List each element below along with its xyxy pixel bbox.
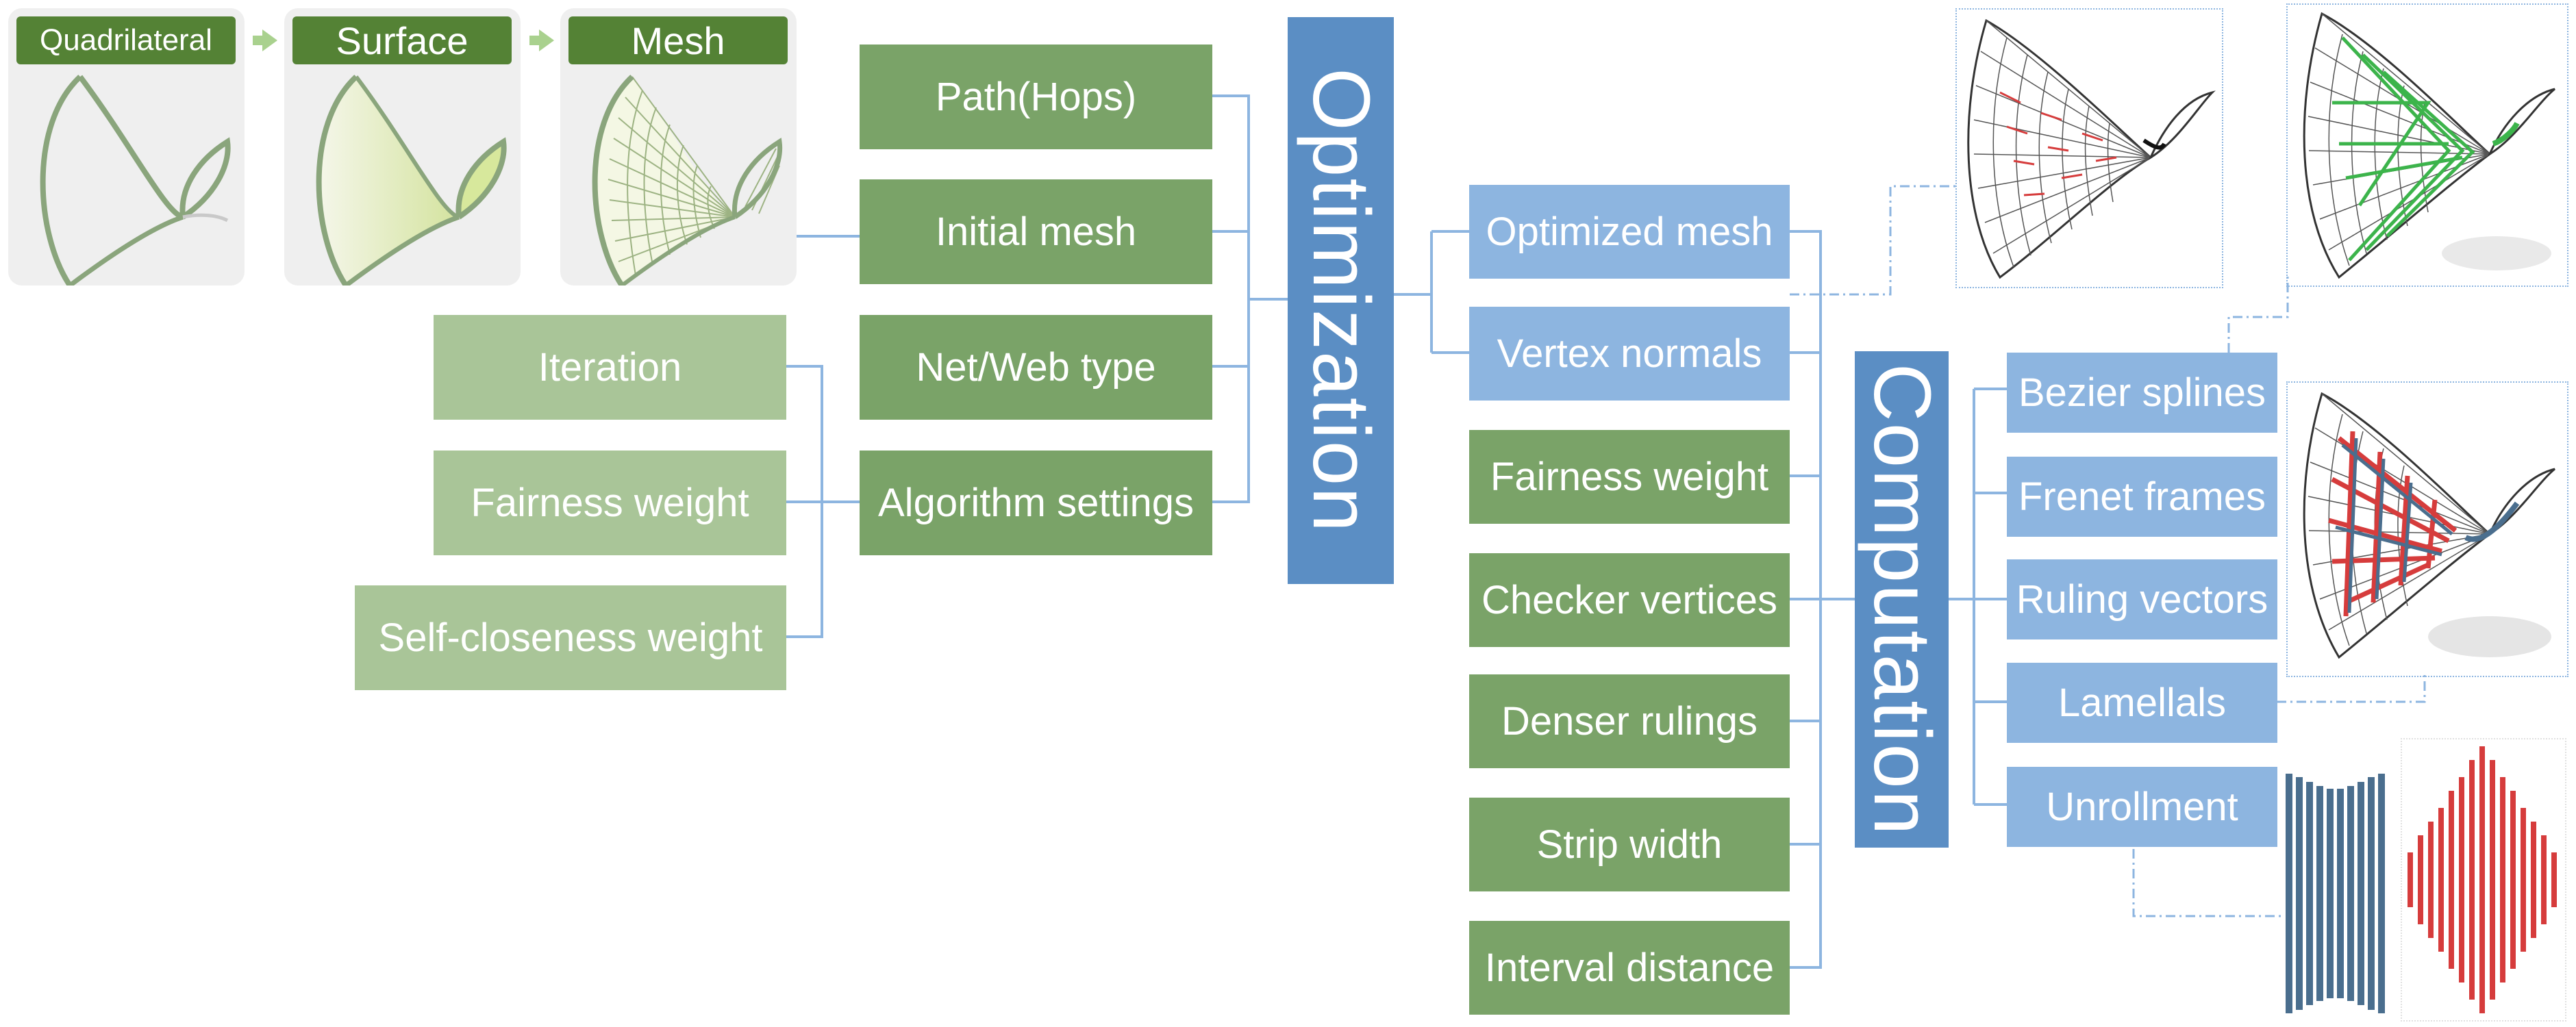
unrolled-lamella-icon <box>2408 746 2557 1013</box>
output-interval-distance: Interval distance <box>1469 921 1790 1015</box>
input-algorithm-settings: Algorithm settings <box>860 451 1212 555</box>
output-lamellals: Lamellals <box>2007 663 2277 743</box>
quadrilateral-thumbnail: Quadrilateral <box>8 8 245 286</box>
right-arrow-icon <box>253 29 277 51</box>
surface-render-icon <box>316 75 507 286</box>
surface-thumbnail: Surface <box>284 8 521 286</box>
setting-self-closeness-weight: Self-closeness weight <box>355 585 786 690</box>
unrolled-strips-icon <box>2286 774 2385 1013</box>
thumbnail-label: Mesh <box>568 16 788 64</box>
input-net-web-type: Net/Web type <box>860 315 1212 420</box>
red-web-mesh-render <box>1967 18 2216 279</box>
computation-hub-label: Computation <box>1856 362 1947 837</box>
quadrilateral-curve-icon <box>40 75 231 286</box>
output-unrollment: Unrollment <box>2007 767 2277 847</box>
output-optimized-mesh: Optimized mesh <box>1469 185 1790 279</box>
right-arrow-icon <box>529 29 554 51</box>
input-path-hops: Path(Hops) <box>860 45 1212 149</box>
output-checker-vertices: Checker vertices <box>1469 553 1790 647</box>
output-ruling-vectors: Ruling vectors <box>2007 559 2277 639</box>
mesh-thumbnail: Mesh <box>560 8 797 286</box>
output-strip-width: Strip width <box>1469 798 1790 891</box>
lamella-mesh-render <box>2303 392 2555 659</box>
optimization-hub-label: Optimization <box>1295 68 1386 533</box>
thumbnail-label: Quadrilateral <box>16 16 236 64</box>
thumbnail-label: Surface <box>292 16 512 64</box>
setting-fairness-weight: Fairness weight <box>434 451 786 555</box>
output-bezier-splines: Bezier splines <box>2007 353 2277 433</box>
setting-iteration: Iteration <box>434 315 786 420</box>
green-web-mesh-frame <box>2286 3 2568 287</box>
mesh-render-icon <box>592 75 783 286</box>
red-web-mesh-frame <box>1955 8 2223 288</box>
green-web-mesh-render <box>2303 12 2555 279</box>
input-initial-mesh: Initial mesh <box>860 179 1212 284</box>
optimization-hub: Optimization <box>1288 17 1394 584</box>
output-denser-rulings: Denser rulings <box>1469 674 1790 768</box>
computation-hub: Computation <box>1855 351 1949 848</box>
unrolled-lamella-frame <box>2401 738 2566 1022</box>
output-fairness-weight: Fairness weight <box>1469 430 1790 524</box>
output-vertex-normals: Vertex normals <box>1469 307 1790 401</box>
output-frenet-frames: Frenet frames <box>2007 457 2277 537</box>
lamella-mesh-frame <box>2286 381 2568 677</box>
